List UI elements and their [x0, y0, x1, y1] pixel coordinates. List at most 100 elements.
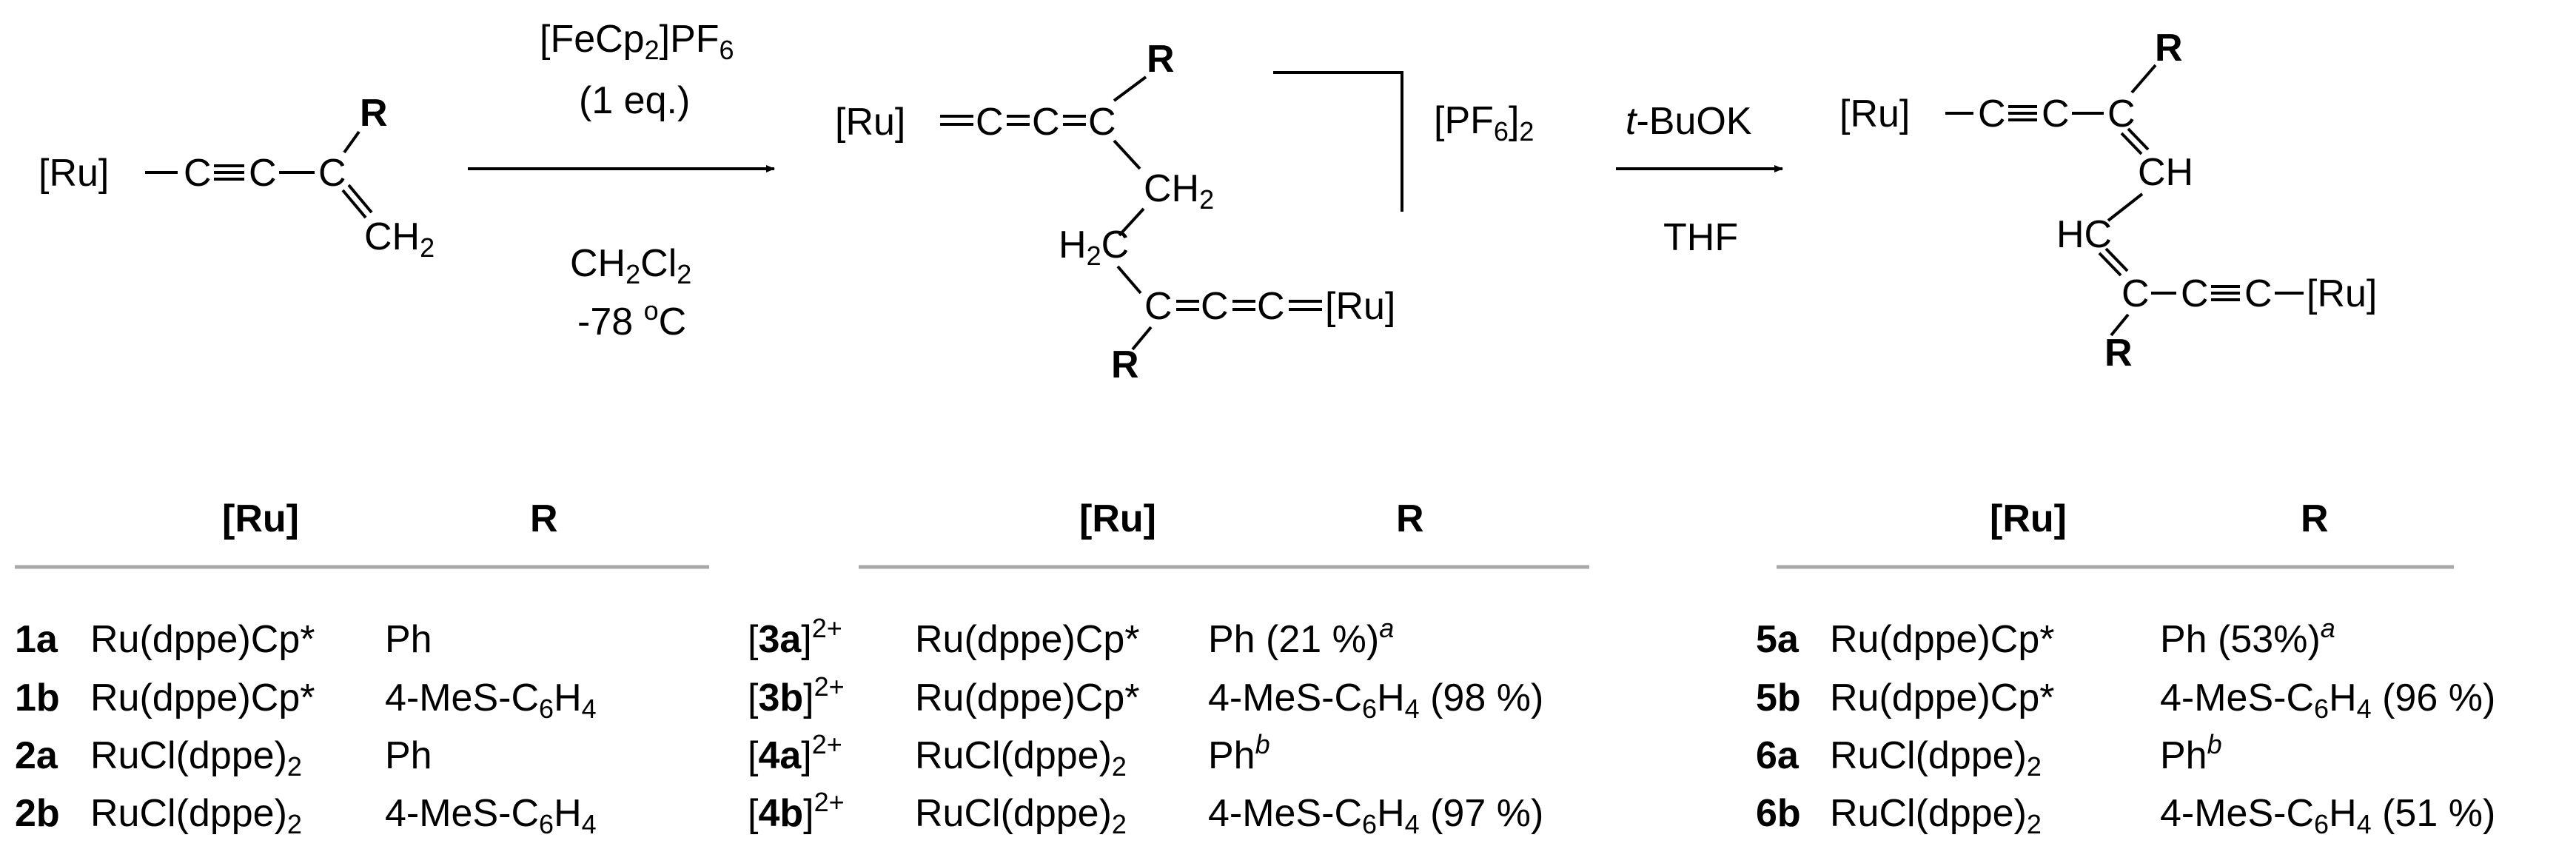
table-row: [4b]2+ RuCl(dppe)2 4-MeS-C6H4 (97 %): [748, 787, 1543, 839]
single-bond: [1116, 265, 1142, 295]
r-group-label: R: [2104, 332, 2133, 375]
metal-fragment: Ru(dppe)Cp*: [1830, 677, 2055, 719]
r-group-label: R: [2155, 27, 2183, 70]
r-group-label: R: [360, 92, 388, 135]
compound-id: 2b: [15, 792, 60, 835]
substituent: 4-MeS-C6H4: [385, 677, 597, 724]
oxidant-label: [FeCp2]PF6: [540, 18, 734, 65]
table-row: 5b Ru(dppe)Cp* 4-MeS-C6H4 (96 %): [1756, 677, 2495, 724]
metal-fragment: Ru(dppe)Cp*: [90, 677, 315, 719]
carbon-label: C: [1201, 285, 1229, 328]
compound-id: 1b: [15, 677, 60, 719]
compound-id: 5b: [1756, 677, 1801, 719]
reaction-arrow-1: [FeCp2]PF6 (1 eq.) CH2Cl2 -78 oC: [468, 18, 775, 343]
compound-id: [4a]2+: [748, 729, 842, 777]
product-structure: [Ru] C C C R CH HC C R C C [Ru]: [1839, 27, 2377, 375]
starting-material-structure: [Ru] C C C R CH2: [38, 92, 435, 263]
table-header-ru: [Ru]: [222, 497, 299, 540]
carbon-label: C: [976, 101, 1004, 144]
substituent-yield: 4-MeS-C6H4 (97 %): [1208, 792, 1543, 839]
carbon-label: C: [318, 152, 346, 195]
metal-fragment: RuCl(dppe)2: [90, 734, 302, 782]
single-bond: [1113, 139, 1141, 170]
table-header-ru: [Ru]: [1079, 497, 1156, 540]
table-header-r: R: [2301, 497, 2329, 540]
dication-structure: [Ru] C C C R CH2 H2C C R C C [Ru] [PF6]2: [835, 38, 1534, 386]
substituent: Ph: [385, 618, 432, 661]
compound-id: 5a: [1756, 618, 1799, 661]
table-header-ru: [Ru]: [1990, 497, 2067, 540]
table-header-r: R: [530, 497, 558, 540]
table-1: [Ru] R 1a Ru(dppe)Cp* Ph 1b Ru(dppe)Cp* …: [15, 497, 709, 839]
table-row: [3b]2+ Ru(dppe)Cp* 4-MeS-C6H4 (98 %): [748, 671, 1543, 724]
carbon-label: C: [2121, 272, 2150, 315]
substituent-yield: Phb: [1208, 729, 1270, 777]
substituent: Ph: [385, 734, 432, 777]
metal-fragment: RuCl(dppe)2: [90, 792, 302, 839]
table-row: 6a RuCl(dppe)2 Phb: [1756, 729, 2222, 782]
double-bond: [2098, 252, 2122, 277]
substituent-yield: Ph (53%)a: [2160, 613, 2335, 661]
table-row: [3a]2+ Ru(dppe)Cp* Ph (21 %)a: [748, 613, 1394, 661]
reaction-arrow-2: t-BuOK THF: [1616, 100, 1783, 259]
metal-fragment: RuCl(dppe)2: [1830, 734, 2042, 782]
h2c-label: H2C: [1059, 224, 1129, 271]
substituent-yield: 4-MeS-C6H4 (98 %): [1208, 677, 1543, 724]
table-header-r: R: [1396, 497, 1424, 540]
ru-label: [Ru]: [1325, 285, 1395, 328]
double-bond: [2120, 132, 2143, 155]
metal-fragment: RuCl(dppe)2: [1830, 792, 2042, 839]
table-row: 6b RuCl(dppe)2 4-MeS-C6H4 (51 %): [1756, 792, 2495, 839]
solvent-label: THF: [1663, 216, 1738, 259]
compound-id: 6a: [1756, 734, 1799, 777]
table-2: [Ru] R [3a]2+ Ru(dppe)Cp* Ph (21 %)a [3b…: [748, 497, 1589, 839]
metal-fragment: Ru(dppe)Cp*: [915, 618, 1140, 661]
bond-to-r: [343, 130, 360, 154]
metal-fragment: Ru(dppe)Cp*: [1830, 618, 2055, 661]
substituent: 4-MeS-C6H4: [385, 792, 597, 839]
carbon-label: C: [1257, 285, 1285, 328]
ru-label: [Ru]: [1839, 93, 1910, 135]
compound-id: 2a: [15, 734, 58, 777]
metal-fragment: RuCl(dppe)2: [915, 734, 1127, 782]
carbon-label: C: [2042, 93, 2070, 135]
metal-fragment: Ru(dppe)Cp*: [90, 618, 315, 661]
single-bond: [2107, 192, 2144, 222]
bond-to-r: [2110, 313, 2130, 337]
carbon-label: C: [1088, 101, 1116, 144]
bond-to-r: [1113, 75, 1147, 102]
base-label: t-BuOK: [1626, 100, 1752, 143]
table-row: 1a Ru(dppe)Cp* Ph: [15, 618, 432, 661]
table-row: [4a]2+ RuCl(dppe)2 Phb: [748, 729, 1270, 782]
table-row: 1b Ru(dppe)Cp* 4-MeS-C6H4: [15, 677, 597, 724]
carbon-label: C: [1978, 93, 2006, 135]
carbon-label: C: [249, 152, 277, 195]
compound-id: [3b]2+: [748, 671, 845, 719]
ch2-label: CH2: [1144, 167, 1214, 215]
ch-label: CH: [2138, 151, 2193, 194]
carbon-label: C: [2107, 93, 2136, 135]
r-group-label: R: [1111, 343, 1139, 386]
ru-label: [Ru]: [2307, 272, 2377, 315]
substituent-yield: 4-MeS-C6H4 (51 %): [2160, 792, 2495, 839]
double-bond: [341, 189, 367, 219]
bond-to-r: [1131, 326, 1153, 351]
metal-fragment: RuCl(dppe)2: [915, 792, 1127, 839]
metal-fragment: Ru(dppe)Cp*: [915, 677, 1140, 719]
carbon-label: C: [1032, 101, 1060, 144]
hc-label: HC: [2056, 213, 2112, 256]
temperature-label: -78 oC: [577, 295, 686, 343]
substituent-yield: 4-MeS-C6H4 (96 %): [2160, 677, 2495, 724]
counterion-label: [PF6]2: [1434, 99, 1534, 147]
table-3: [Ru] R 5a Ru(dppe)Cp* Ph (53%)a 5b Ru(dp…: [1756, 497, 2495, 839]
carbon-label: C: [184, 152, 212, 195]
bond-to-r: [2130, 64, 2157, 94]
compound-id: 1a: [15, 618, 58, 661]
ru-label: [Ru]: [835, 101, 905, 144]
substituent-yield: Phb: [2160, 729, 2222, 777]
ch2-label: CH2: [364, 215, 435, 263]
single-bond: [1118, 207, 1145, 237]
solvent-label: CH2Cl2: [570, 242, 691, 289]
carbon-label: C: [1144, 285, 1173, 328]
